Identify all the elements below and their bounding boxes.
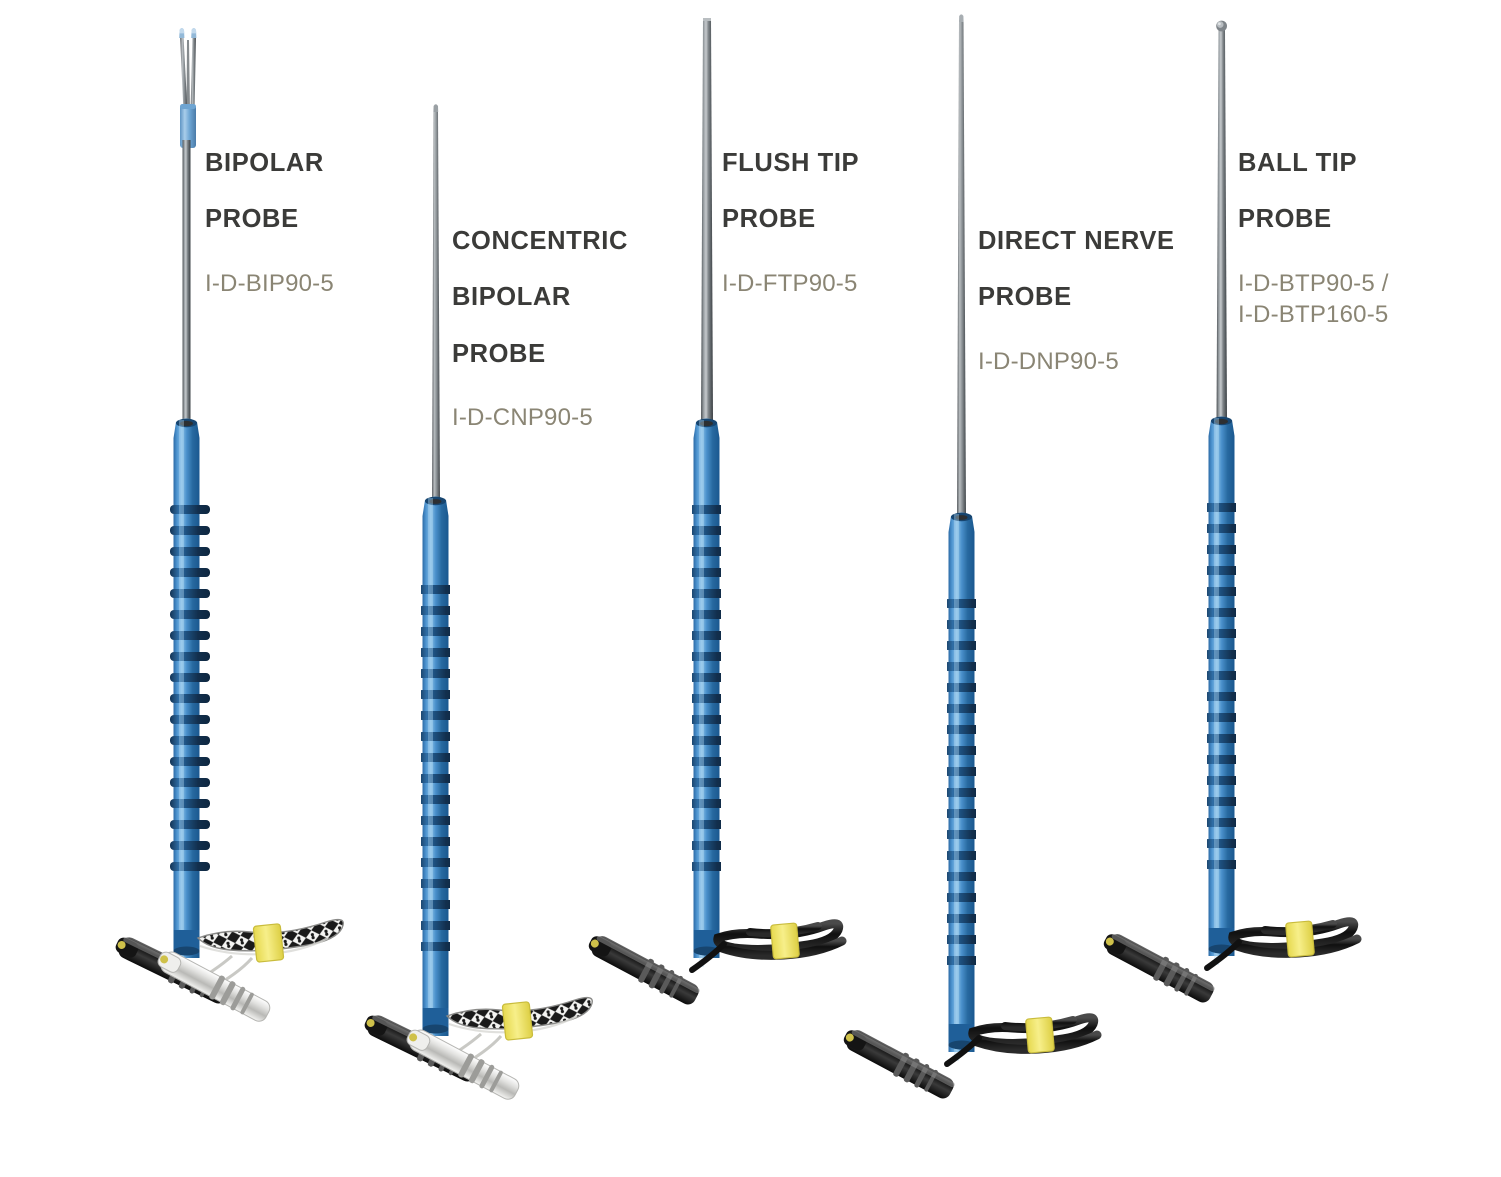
direct-nerve-cable — [843, 1013, 1102, 1099]
label-code: I-D-BIP90-5 — [205, 268, 334, 299]
label-code-line: I-D-BTP160-5 — [1238, 300, 1389, 328]
label-title-line: DIRECT NERVE — [978, 226, 1175, 255]
label-code: I-D-CNP90-5 — [452, 402, 628, 433]
bipolar-handle — [170, 418, 210, 958]
connector-black — [843, 1030, 955, 1099]
ball-tip-handle — [1207, 416, 1236, 965]
probe-ball-tip — [1103, 20, 1362, 1003]
bipolar-cable — [115, 918, 344, 1022]
grip-ribs — [1207, 503, 1236, 869]
label-code-line: I-D-FTP90-5 — [722, 269, 858, 297]
probe-bipolar — [115, 28, 344, 1022]
label-code-line: I-D-BIP90-5 — [205, 269, 334, 297]
grip-ribs — [421, 585, 450, 951]
label-title: FLUSH TIP PROBE — [722, 122, 859, 261]
label-title-line: BALL TIP — [1238, 148, 1358, 177]
concentric-handle — [421, 496, 450, 1045]
concentric-tip — [432, 104, 440, 500]
grip-ribs — [692, 505, 721, 871]
connector-white — [406, 1029, 520, 1100]
probe-direct-nerve — [843, 14, 1102, 1099]
ball-tip-cable — [1103, 917, 1362, 1003]
label-title: BIPOLAR PROBE — [205, 122, 334, 261]
ball-tip — [1216, 20, 1227, 420]
connector-white — [157, 951, 271, 1022]
grip-ribs — [170, 505, 210, 871]
grip-ribs — [947, 599, 976, 965]
bipolar-tip — [179, 28, 197, 148]
flush-cable — [588, 919, 847, 1005]
label-title-line: BIPOLAR — [205, 148, 324, 177]
label-title: BALL TIP PROBE — [1238, 122, 1389, 261]
label-code-line: I-D-BTP90-5 / — [1238, 269, 1389, 297]
label-title: DIRECT NERVE PROBE — [978, 200, 1175, 339]
flush-tip — [701, 18, 713, 422]
label-code-line: I-D-CNP90-5 — [452, 404, 593, 431]
label-bipolar-probe: BIPOLAR PROBE I-D-BIP90-5 — [205, 122, 334, 299]
label-title-line: PROBE — [452, 339, 546, 368]
label-direct-nerve-probe: DIRECT NERVE PROBE I-D-DNP90-5 — [978, 200, 1175, 377]
label-title-line: PROBE — [205, 205, 299, 233]
probe-concentric-bipolar — [364, 104, 593, 1100]
label-flush-tip-probe: FLUSH TIP PROBE I-D-FTP90-5 — [722, 122, 859, 299]
label-title-line: PROBE — [978, 283, 1072, 311]
flush-handle — [692, 418, 721, 967]
direct-nerve-tip — [957, 14, 966, 516]
label-code: I-D-DNP90-5 — [978, 346, 1175, 377]
label-title-line: PROBE — [1238, 205, 1332, 233]
connector-black — [1103, 934, 1215, 1003]
connector-black — [588, 936, 700, 1005]
label-code-line: I-D-DNP90-5 — [978, 347, 1119, 375]
label-code: I-D-BTP90-5 / I-D-BTP160-5 — [1238, 268, 1389, 330]
label-title-line: CONCENTRIC — [452, 226, 628, 255]
label-title-line: FLUSH TIP — [722, 148, 860, 177]
label-ball-tip-probe: BALL TIP PROBE I-D-BTP90-5 / I-D-BTP160-… — [1238, 122, 1389, 330]
direct-nerve-handle — [947, 512, 976, 1061]
probe-flush-tip — [588, 18, 847, 1005]
label-title-line: BIPOLAR — [452, 283, 571, 311]
label-concentric-bipolar-probe: CONCENTRIC BIPOLAR PROBE I-D-CNP90-5 — [452, 200, 628, 433]
label-title-line: PROBE — [722, 205, 816, 233]
label-code: I-D-FTP90-5 — [722, 268, 859, 299]
concentric-cable — [364, 996, 593, 1100]
label-title: CONCENTRIC BIPOLAR PROBE — [452, 200, 628, 395]
